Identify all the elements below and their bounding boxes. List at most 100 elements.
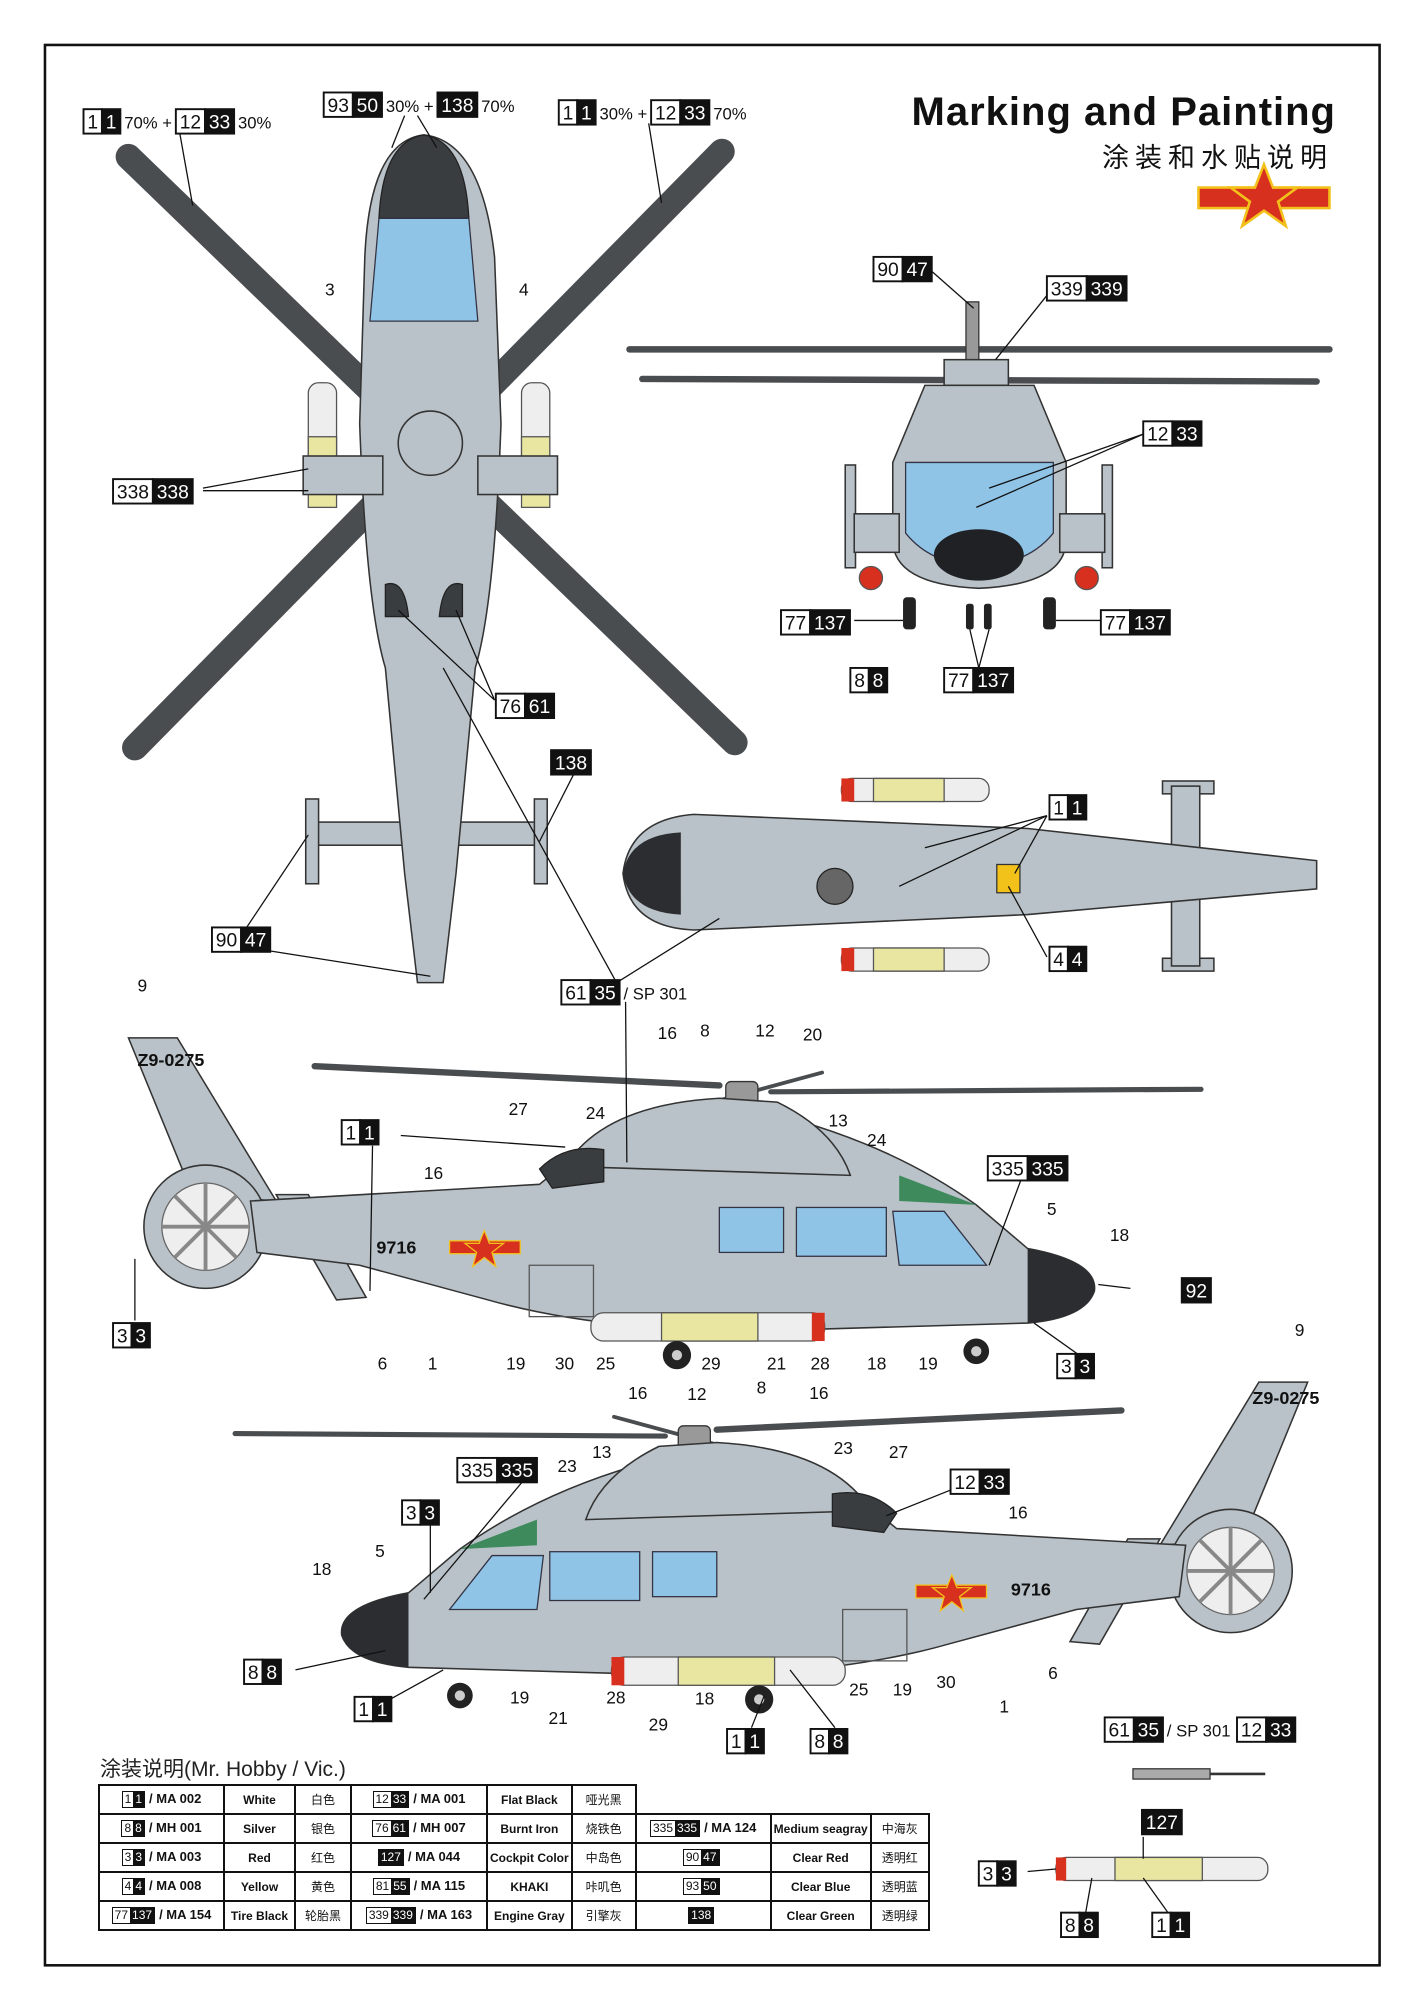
callout-white-number: 3: [406, 1504, 417, 1525]
color-name: Cockpit Color: [486, 1842, 573, 1873]
paint-code: / MH 007: [412, 1819, 466, 1835]
callout-white-number: 77: [785, 613, 806, 634]
decal-number: 19: [506, 1353, 525, 1373]
callout-black-number: 47: [906, 260, 927, 281]
callout-black-number: 35: [594, 983, 615, 1004]
decal-number: 16: [658, 1023, 677, 1043]
decal-number: 28: [811, 1353, 830, 1373]
callout-black-number: 1: [1072, 798, 1083, 819]
decal-number: 16: [628, 1383, 647, 1403]
callout-white-number: 1: [87, 112, 98, 133]
callout-box: [1142, 420, 1174, 447]
color-name-chinese: 烧铁色: [570, 1813, 637, 1844]
callout-box: [419, 1499, 440, 1526]
paint-code-cell: 127/ MA 044: [350, 1842, 488, 1873]
callout-black-number: 3: [1001, 1865, 1012, 1886]
color-name-chinese: 中海灰: [869, 1813, 930, 1844]
callout-box: [576, 99, 597, 126]
callout-box: [550, 749, 592, 776]
callout-box: [261, 1658, 282, 1685]
callout-black-number: 33: [1270, 1721, 1291, 1742]
swatch-black-number: 138: [689, 1908, 714, 1924]
callout-black-number: 8: [1083, 1916, 1094, 1937]
paint-code: / MA 163: [419, 1906, 473, 1922]
swatch-black-number: 127: [378, 1850, 403, 1866]
decal-number: 20: [803, 1024, 822, 1044]
decal-number: 25: [596, 1353, 615, 1373]
callout-text: 30%: [238, 113, 272, 132]
callout-black-number: 33: [984, 1473, 1005, 1494]
decal-number: 4: [519, 279, 529, 299]
callout-part-missile-body: 127: [1140, 1808, 1183, 1836]
callout-white-number: 1: [1156, 1916, 1167, 1937]
callout-box: [978, 1468, 1010, 1495]
paint-code: / MA 154: [159, 1906, 212, 1922]
color-name-chinese: 黄色: [294, 1871, 352, 1902]
callout-white-number: 4: [1053, 950, 1064, 971]
color-name-chinese: 中岛色: [570, 1842, 637, 1873]
fuselage-number-left: 9716: [1011, 1579, 1051, 1599]
callout-white-number: 3: [983, 1865, 994, 1886]
callout-box: [240, 926, 272, 953]
decal-number: 1: [999, 1696, 1009, 1716]
callout-box: [112, 478, 154, 505]
decal-number: 29: [649, 1714, 668, 1734]
callout-black-number: 3: [1079, 1357, 1090, 1378]
callout-white-number: 12: [1241, 1721, 1262, 1742]
decal-number: 23: [557, 1456, 576, 1476]
callout-box: [986, 1155, 1029, 1182]
callout-text: 70%: [481, 97, 515, 116]
callout-box: [867, 666, 889, 694]
color-name: Clear Green: [769, 1900, 872, 1931]
callout-white-number: 61: [1109, 1721, 1130, 1742]
swatch-black-number: 61: [390, 1821, 408, 1837]
callout-box: [780, 609, 812, 636]
swatch-white-number: 93: [683, 1879, 702, 1895]
color-name-chinese: 透明红: [869, 1842, 930, 1873]
swatch-black-number: 50: [701, 1879, 719, 1895]
callout-box: [996, 1860, 1017, 1887]
sheet-frame: [43, 43, 1381, 1967]
paint-code: / MA 115: [413, 1877, 466, 1893]
color-name: Clear Blue: [769, 1871, 872, 1902]
color-name: Tire Black: [223, 1900, 296, 1931]
color-name: KHAKI: [486, 1871, 573, 1902]
callout-white-number: 3: [117, 1326, 128, 1347]
front-view-helicopter: [626, 301, 1333, 630]
paint-code: / MA 002: [149, 1790, 202, 1806]
empty-cell: [636, 1785, 771, 1814]
callout-white-number: 1: [358, 1700, 369, 1721]
swatch-white-number: 81: [373, 1879, 392, 1895]
paint-legend-heading: 涂装说明(Mr. Hobby / Vic.): [100, 1758, 346, 1781]
callout-box: [204, 108, 236, 135]
paint-code: / MH 001: [148, 1819, 202, 1835]
decal-number: 18: [695, 1689, 714, 1709]
page-subtitle-chinese: 涂装和水贴说明: [1102, 143, 1333, 174]
callout-white-number: 339: [1051, 279, 1083, 300]
swatch-white-number: 8: [122, 1821, 134, 1837]
color-name-chinese: 引擎灰: [570, 1900, 637, 1931]
paint-code: / MA 124: [704, 1819, 757, 1835]
callout-box: [1140, 1808, 1183, 1836]
callout-black-number: 1: [1175, 1916, 1186, 1937]
callout-black-number: 50: [357, 96, 378, 117]
callout-white-number: 1: [563, 103, 574, 124]
swatch-black-number: 339: [390, 1908, 415, 1924]
